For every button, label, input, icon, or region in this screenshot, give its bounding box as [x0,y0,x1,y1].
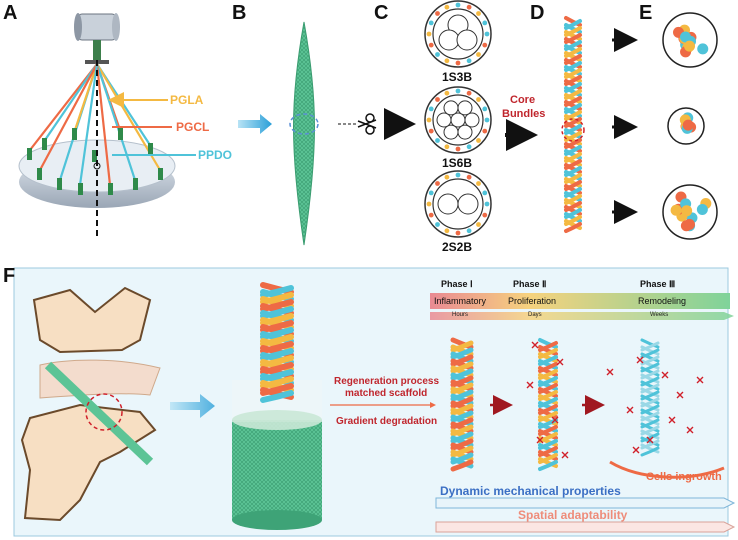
panel-e-bundles [662,12,718,240]
scaffold-cylinder [232,380,322,530]
panel-b-braid [238,21,416,246]
panel-letter-f: F [3,265,16,287]
phase-1-title: Phase Ⅰ [441,279,473,289]
panel-c-cross-sections [424,0,492,238]
panel-letter-e: E [639,2,653,24]
config-label-2s2b: 2S2B [442,240,473,254]
cells-ingrowth-label: Cells ingrowth [646,471,722,483]
phase-1-time: Hours [452,312,469,318]
panel-letter-a: A [3,2,18,24]
core-bundles-label-1: Core [510,94,536,106]
spool-icon [77,13,117,41]
phase-2-name: Proliferation [508,296,557,306]
phase-2-title: Phase Ⅱ [513,279,547,289]
panel-letter-d: D [530,2,545,24]
spatial-label: Spatial adaptability [518,508,628,522]
config-label-1s3b: 1S3B [442,70,473,84]
phase-3-title: Phase Ⅲ [640,279,676,289]
panel-d-braid [564,16,582,233]
phase-3-time: Weeks [650,312,669,318]
fiber-label-ppdo: PPDO [198,148,233,162]
panel-letter-b: B [232,2,247,24]
fiber-label-pgla: PGLA [170,93,204,107]
process-label-1: Regeneration process [334,376,440,387]
core-bundles-label-2: Bundles [502,108,546,120]
gradient-label: Gradient degradation [336,416,438,427]
dynamic-label: Dynamic mechanical properties [440,484,621,498]
knee-joint [20,286,161,522]
phase-1-name: Inflammatory [434,296,487,306]
phase-bar [430,293,730,309]
panel-letter-c: C [374,2,389,24]
scaffold-braid [260,282,294,403]
config-label-1s6b: 1S6B [442,156,473,170]
phase-3-name: Remodeling [638,296,687,306]
phase-2-time: Days [528,312,542,318]
process-label-2: matched scaffold [345,388,428,399]
panel-a-machine [18,13,196,240]
fiber-label-pgcl: PGCL [176,120,210,134]
